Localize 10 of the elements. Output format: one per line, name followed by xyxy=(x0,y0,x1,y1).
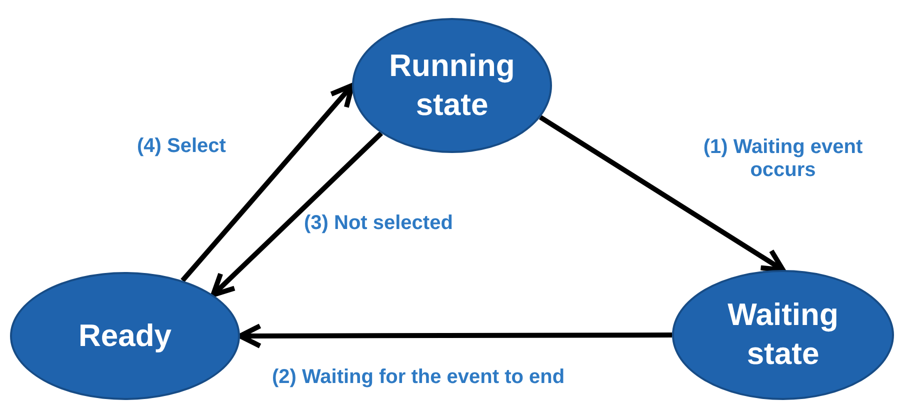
edge-label: (4) Select xyxy=(137,135,226,158)
arrow xyxy=(180,83,354,282)
state-name: Ready xyxy=(78,316,172,355)
state-name: Waiting state xyxy=(726,296,840,373)
edge-label: (3) Not selected xyxy=(304,212,453,235)
edge-label: (2) Waiting for the event to end xyxy=(272,366,565,389)
state-name: Running state xyxy=(388,46,516,124)
arrow xyxy=(538,115,786,272)
arrow xyxy=(238,323,672,348)
arrow xyxy=(210,131,384,298)
